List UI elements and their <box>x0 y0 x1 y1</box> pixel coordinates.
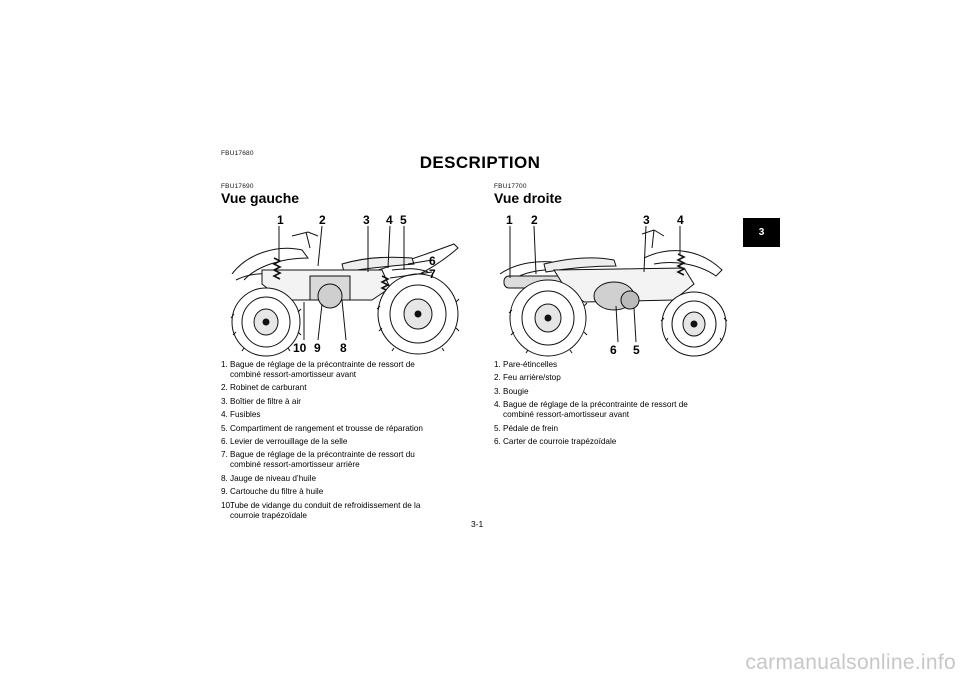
list-item: 2.Feu arrière/stop <box>494 373 561 383</box>
right-callout-4: 4 <box>677 213 684 227</box>
left-section-title: Vue gauche <box>221 190 300 206</box>
list-item: 3.Boîtier de filtre à air <box>221 396 301 406</box>
list-item: 5.Compartiment de rangement et trousse d… <box>221 423 423 433</box>
list-item: 4.Fusibles <box>221 410 261 420</box>
atv-left-view-illustration <box>230 225 460 357</box>
left-callout-2: 2 <box>319 213 326 227</box>
page-title: DESCRIPTION <box>419 153 541 172</box>
chapter-tab[interactable]: 3 <box>743 218 780 247</box>
left-callout-4: 4 <box>386 213 393 227</box>
atv-right-view-illustration <box>499 225 728 357</box>
left-callout-7: 7 <box>429 267 436 281</box>
right-section-code: FBU17700 <box>494 183 527 190</box>
list-item: 9.Cartouche du filtre à huile <box>221 487 324 497</box>
list-item: 7.Bague de réglage de la précontrainte d… <box>221 450 415 470</box>
right-callout-6: 6 <box>610 343 617 357</box>
right-callout-1: 1 <box>506 213 513 227</box>
left-callout-3: 3 <box>363 213 370 227</box>
watermark-text: carmanualsonline.info <box>745 651 956 674</box>
list-item: 8.Jauge de niveau d’huile <box>221 473 317 483</box>
list-item: 10.Tube de vidange du conduit de refroid… <box>221 500 421 520</box>
left-callout-9: 9 <box>314 341 321 355</box>
left-parts-list: 1.Bague de réglage de la précontrainte d… <box>221 360 466 524</box>
list-item: 3.Bougie <box>494 386 529 396</box>
right-callout-5: 5 <box>633 343 640 357</box>
right-callout-3: 3 <box>643 213 650 227</box>
left-callout-10: 10 <box>293 341 307 355</box>
list-item: 1.Pare-étincelles <box>494 360 558 369</box>
right-parts-list: 1.Pare-étincelles 2.Feu arrière/stop 3.B… <box>494 360 739 450</box>
list-item: 6.Levier de verrouillage de la selle <box>221 436 348 446</box>
left-callout-5: 5 <box>400 213 407 227</box>
left-section-code: FBU17690 <box>221 183 254 190</box>
right-callout-2: 2 <box>531 213 538 227</box>
list-item: 2.Robinet de carburant <box>221 383 307 393</box>
list-item: 4.Bague de réglage de la précontrainte d… <box>494 400 688 420</box>
list-item: 1.Bague de réglage de la précontrainte d… <box>221 360 415 379</box>
page-number: 3-1 <box>471 519 484 529</box>
list-item: 6.Carter de courroie trapézoïdale <box>494 436 617 446</box>
left-callout-6: 6 <box>429 254 436 268</box>
right-section-title: Vue droite <box>494 190 562 206</box>
section-code: FBU17680 <box>221 150 254 157</box>
left-callout-8: 8 <box>340 341 347 355</box>
list-item: 5.Pédale de frein <box>494 423 559 433</box>
left-callout-1: 1 <box>277 213 284 227</box>
